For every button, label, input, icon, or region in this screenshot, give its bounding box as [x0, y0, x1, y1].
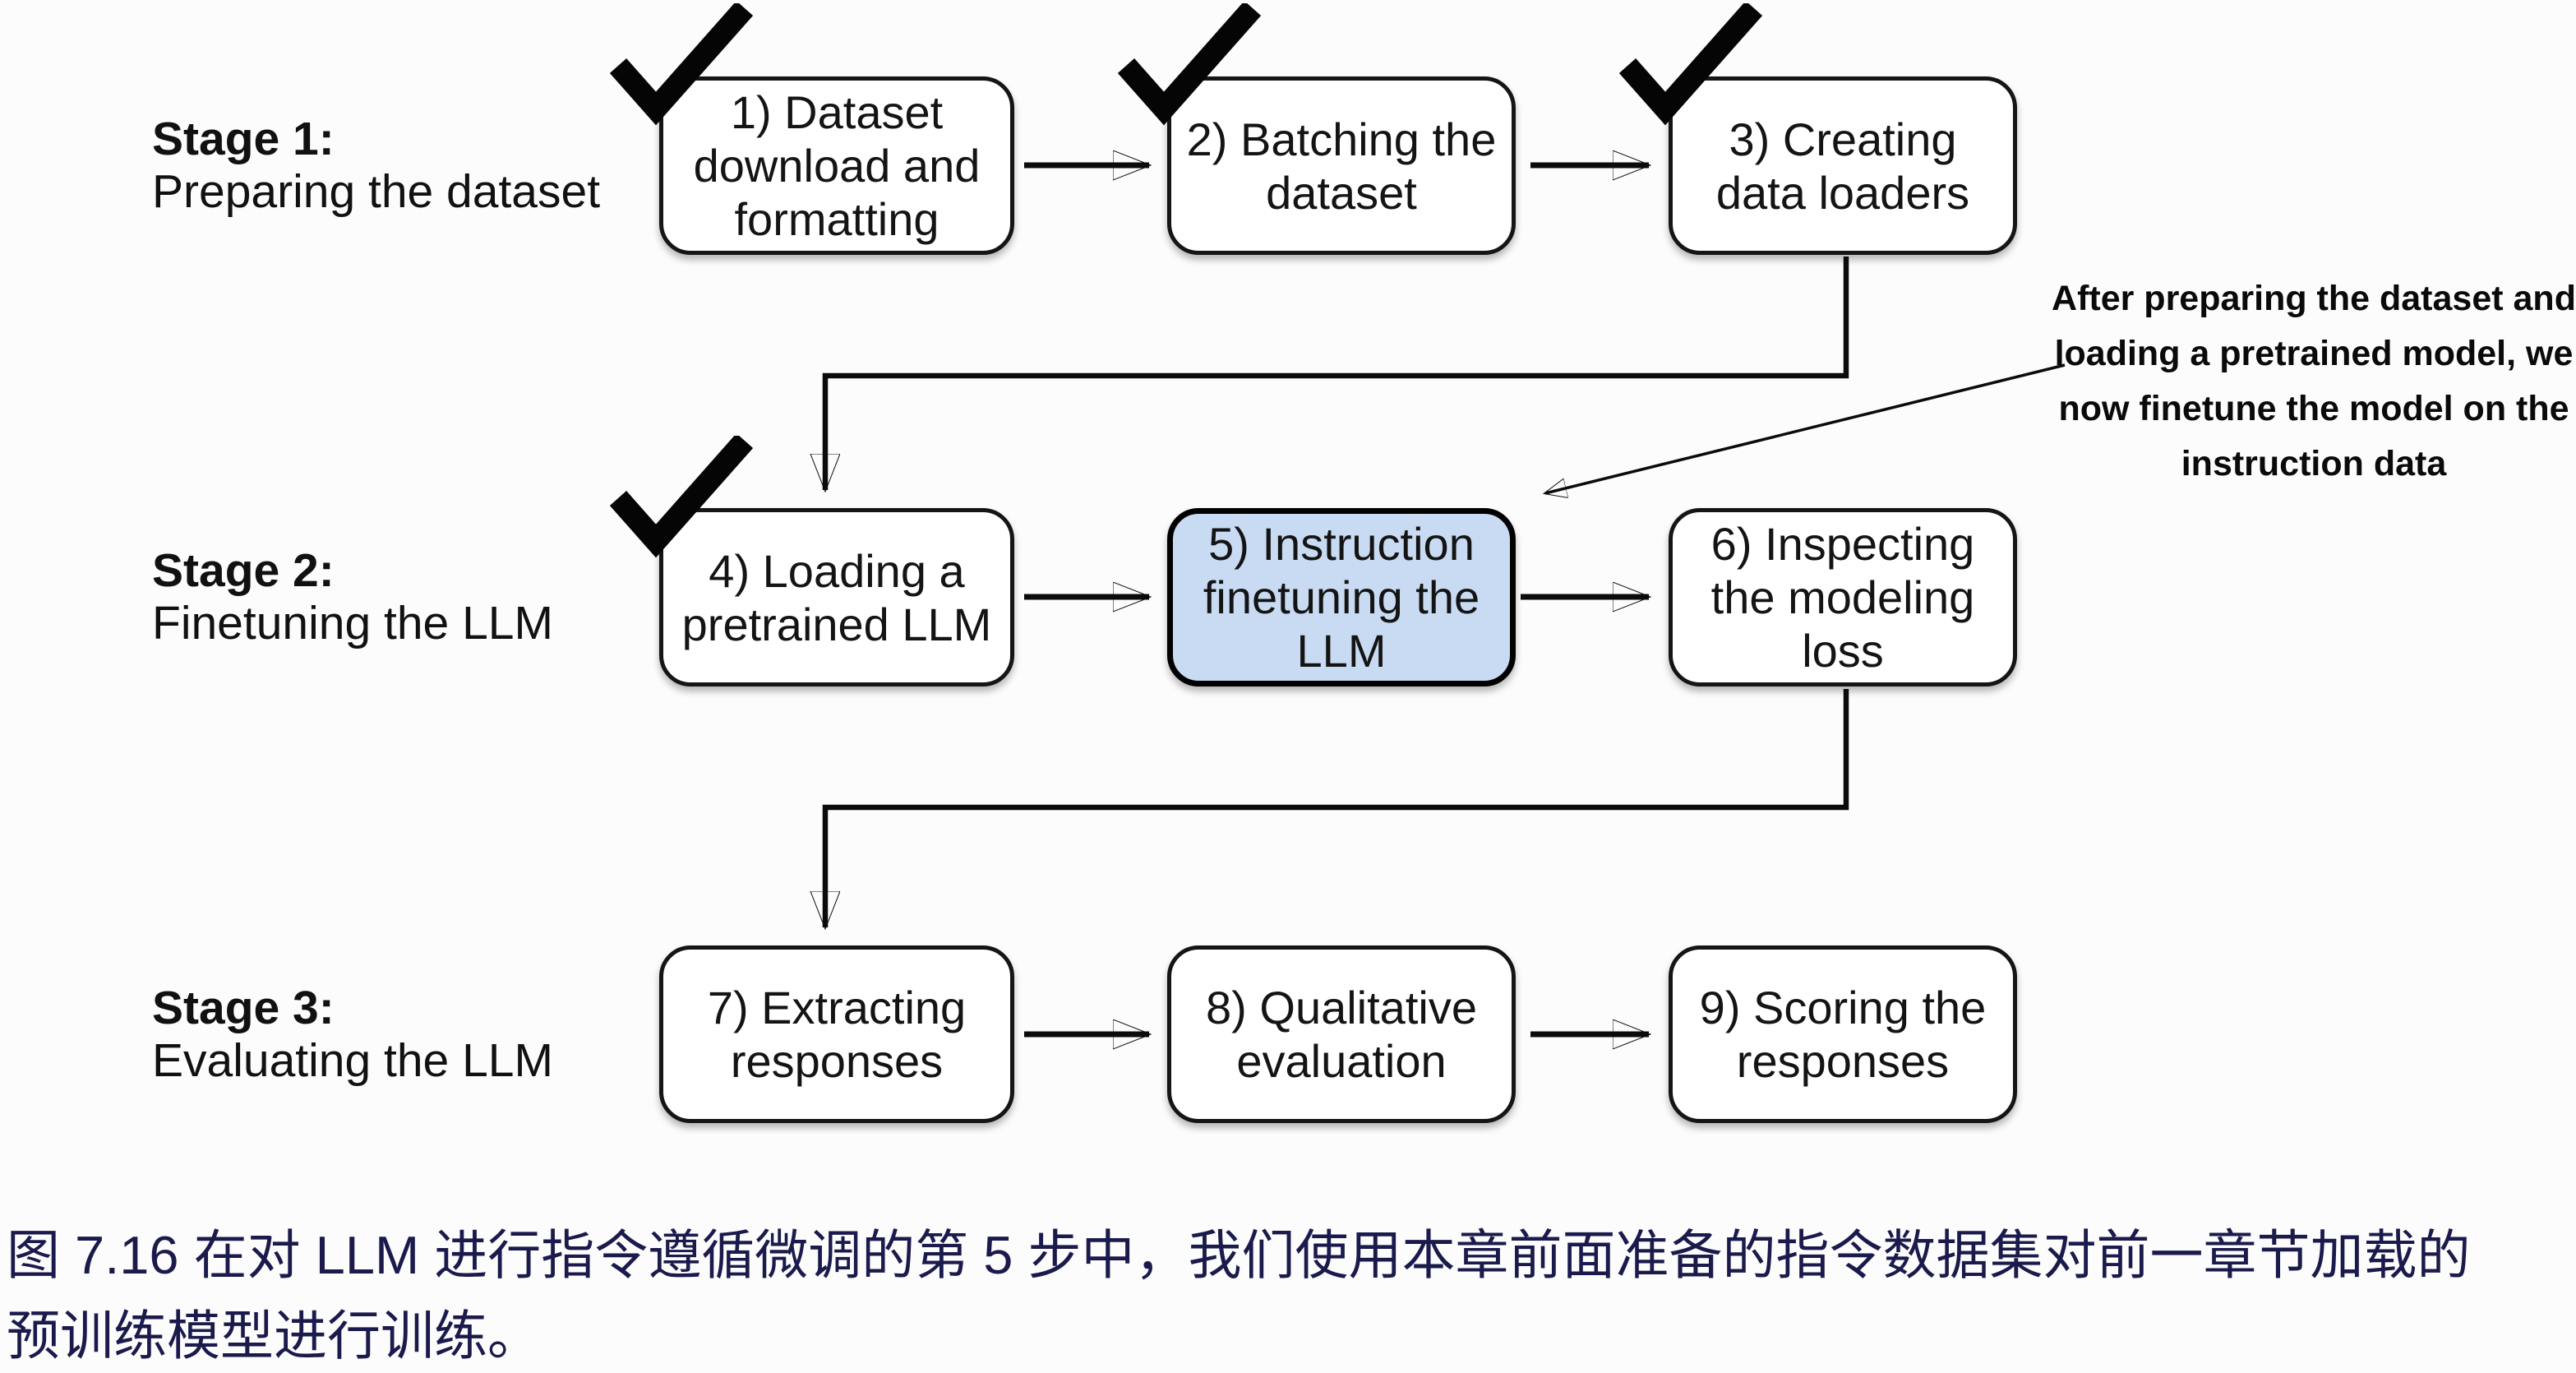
- box-8-label: 8) Qualitative evaluation: [1206, 982, 1477, 1087]
- box-9-scoring-responses: 9) Scoring the responses: [1669, 945, 2017, 1123]
- annotation-arrow: [1545, 363, 2066, 493]
- stage-3-title: Stage 3:: [152, 982, 335, 1034]
- box-6-inspecting-modeling-loss: 6) Inspecting the modeling loss: [1669, 508, 2017, 686]
- box-9-label: 9) Scoring the responses: [1699, 982, 1987, 1087]
- stage-2-label: Stage 2: Finetuning the LLM: [152, 544, 553, 650]
- arrow-box3-to-box4-elbow: [825, 257, 1849, 490]
- box-7-extracting-responses: 7) Extracting responses: [659, 945, 1014, 1123]
- annotation-note: After preparing the dataset and loading …: [2052, 279, 2576, 483]
- box-3-label: 3) Creating data loaders: [1715, 113, 1970, 219]
- stage-3-subtitle: Evaluating the LLM: [152, 1034, 553, 1087]
- stage-1-title: Stage 1:: [152, 113, 335, 165]
- stage-1-subtitle: Preparing the dataset: [152, 165, 601, 218]
- box-7-label: 7) Extracting responses: [707, 982, 967, 1087]
- box-2-label: 2) Batching the dataset: [1186, 113, 1497, 219]
- stage-3-label: Stage 3: Evaluating the LLM: [152, 982, 553, 1087]
- box-6-label: 6) Inspecting the modeling loss: [1710, 518, 1975, 677]
- box-8-qualitative-evaluation: 8) Qualitative evaluation: [1167, 945, 1516, 1123]
- box-5-instruction-finetuning-llm: 5) Instruction finetuning the LLM: [1167, 508, 1516, 686]
- stage-1-label: Stage 1: Preparing the dataset: [152, 113, 600, 218]
- box-5-label: 5) Instruction finetuning the LLM: [1203, 518, 1480, 677]
- figure-caption: 图 7.16 在对 LLM 进行指令遵循微调的第 5 步中，我们使用本章前面准备…: [7, 1225, 2471, 1366]
- stage-2-subtitle: Finetuning the LLM: [152, 597, 553, 650]
- arrow-box6-to-box7-elbow: [825, 689, 1849, 927]
- stage-2-title: Stage 2:: [152, 544, 335, 597]
